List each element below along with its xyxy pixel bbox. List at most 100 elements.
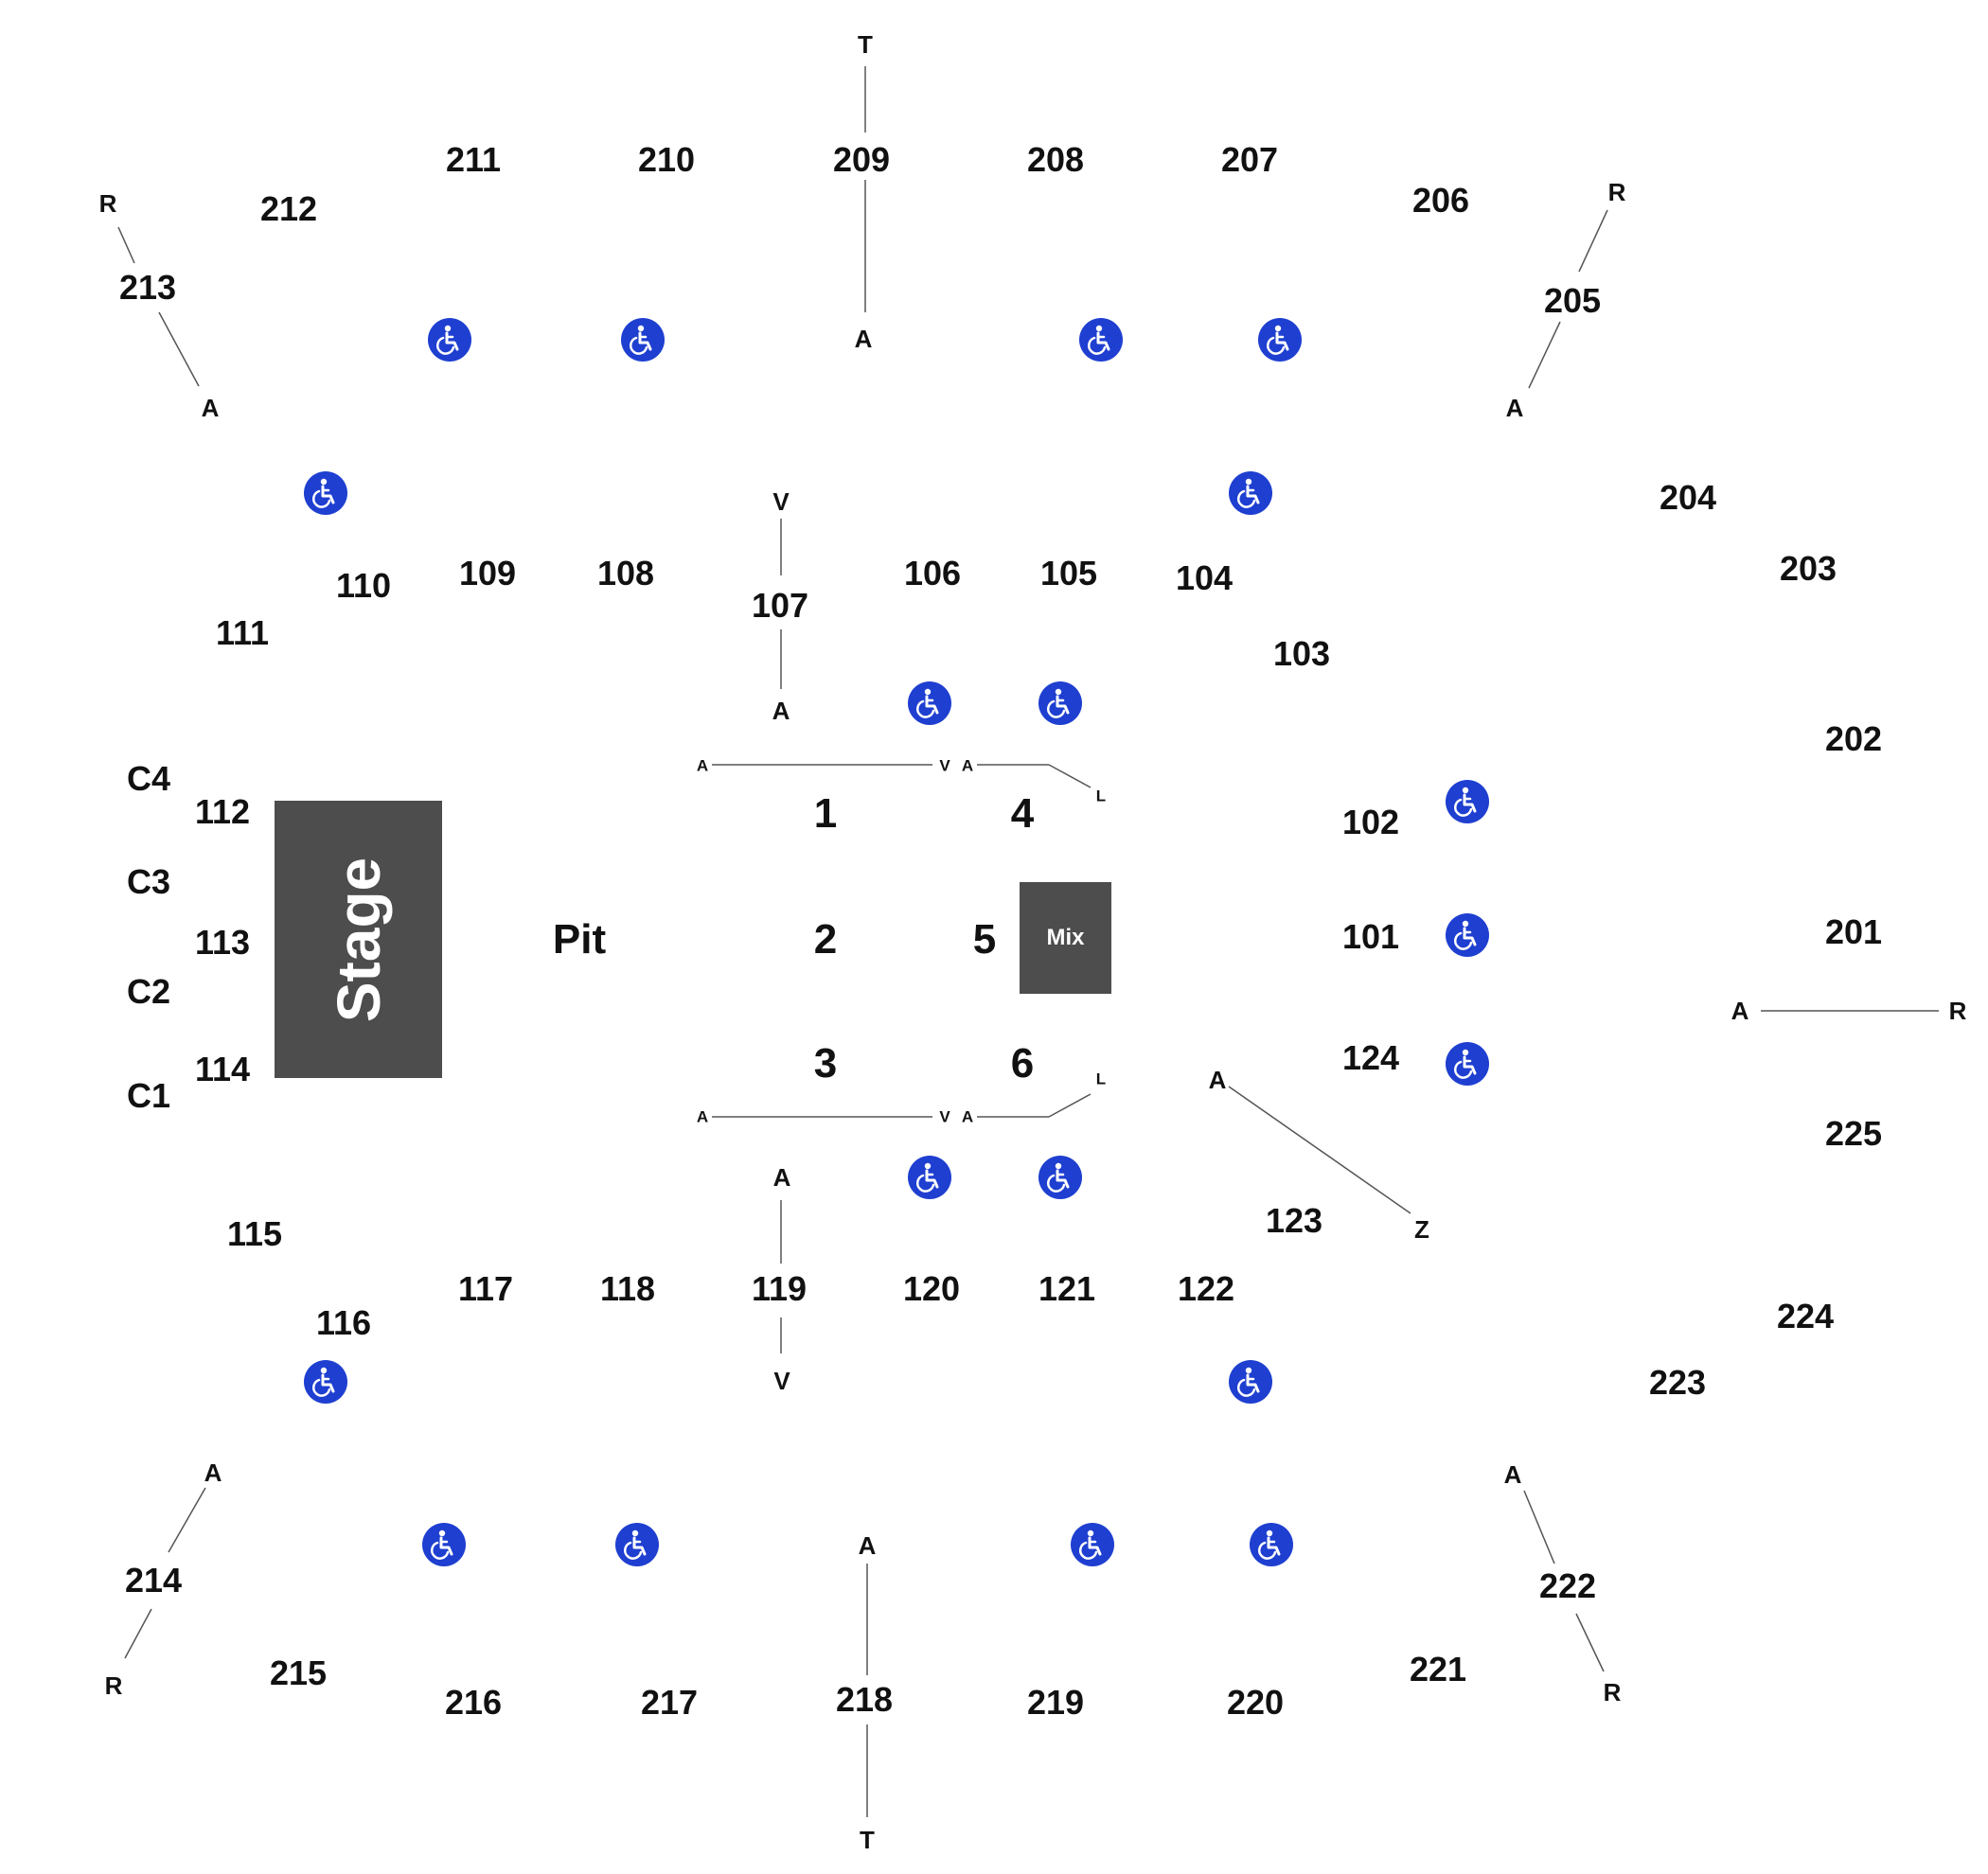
wheelchair-icon[interactable] (621, 318, 665, 362)
section-118[interactable]: 118 (599, 1269, 656, 1308)
section-121[interactable]: 121 (1038, 1269, 1096, 1308)
section-217[interactable]: 217 (640, 1683, 699, 1722)
section-225[interactable]: 225 (1824, 1114, 1883, 1153)
section-221[interactable]: 221 (1409, 1650, 1467, 1688)
section-c1[interactable]: C1 (126, 1076, 171, 1115)
row-label: A (961, 1107, 974, 1126)
floor-section-4[interactable]: 4 (1010, 790, 1035, 837)
section-203[interactable]: 203 (1779, 549, 1837, 588)
section-103[interactable]: 103 (1272, 634, 1331, 673)
section-113[interactable]: 113 (194, 923, 251, 962)
section-219[interactable]: 219 (1026, 1683, 1085, 1722)
mix-label: Mix (1046, 925, 1085, 950)
row-label: V (939, 756, 950, 775)
floor-section-1[interactable]: 1 (813, 790, 838, 837)
mix-block[interactable]: Mix (1020, 882, 1111, 994)
pit-label[interactable]: Pit (552, 916, 607, 963)
wheelchair-icon[interactable] (1038, 1156, 1082, 1199)
floor-section-3[interactable]: 3 (813, 1040, 838, 1087)
wheelchair-icon[interactable] (1446, 1042, 1489, 1086)
row-label: A (201, 394, 220, 422)
section-218[interactable]: 218 (835, 1680, 894, 1719)
wheelchair-icon[interactable] (1079, 318, 1123, 362)
section-224[interactable]: 224 (1776, 1297, 1835, 1335)
wheelchair-icon[interactable] (1038, 681, 1082, 725)
section-206[interactable]: 206 (1411, 181, 1470, 220)
wheelchair-icon[interactable] (1446, 913, 1489, 957)
row-label: T (860, 1826, 875, 1854)
section-101[interactable]: 101 (1341, 917, 1400, 956)
section-c3[interactable]: C3 (126, 862, 171, 901)
section-110[interactable]: 110 (335, 566, 392, 605)
wheelchair-icon[interactable] (1250, 1523, 1293, 1566)
wheelchair-icon[interactable] (1229, 1360, 1272, 1404)
section-210[interactable]: 210 (637, 140, 696, 179)
section-105[interactable]: 105 (1039, 554, 1098, 592)
section-107[interactable]: 107 (751, 586, 809, 625)
section-223[interactable]: 223 (1648, 1363, 1707, 1402)
wheelchair-icon[interactable] (908, 681, 951, 725)
row-label: R (1948, 997, 1967, 1025)
section-216[interactable]: 216 (444, 1683, 503, 1722)
section-213[interactable]: 213 (118, 268, 177, 307)
wheelchair-icon[interactable] (1071, 1523, 1114, 1566)
row-label: V (772, 487, 790, 516)
wheelchair-icon[interactable] (1446, 780, 1489, 823)
wheelchair-icon[interactable] (422, 1523, 466, 1566)
section-106[interactable]: 106 (903, 554, 962, 592)
row-label: A (1731, 997, 1749, 1025)
wheelchair-icon[interactable] (908, 1156, 951, 1199)
section-114[interactable]: 114 (194, 1050, 251, 1088)
wheelchair-icon[interactable] (304, 1360, 347, 1404)
section-c2[interactable]: C2 (126, 972, 171, 1011)
row-label: A (696, 756, 709, 775)
section-211[interactable]: 211 (445, 140, 502, 179)
section-209[interactable]: 209 (832, 140, 891, 179)
section-122[interactable]: 122 (1177, 1269, 1235, 1308)
section-120[interactable]: 120 (902, 1269, 961, 1308)
row-label: A (1503, 1460, 1522, 1489)
section-205[interactable]: 205 (1543, 281, 1602, 320)
wheelchair-icon[interactable] (304, 471, 347, 515)
section-207[interactable]: 207 (1220, 140, 1279, 179)
row-label: A (772, 1163, 791, 1192)
section-102[interactable]: 102 (1341, 803, 1400, 841)
section-109[interactable]: 109 (458, 554, 517, 592)
floor-section-5[interactable]: 5 (972, 916, 997, 963)
section-116[interactable]: 116 (315, 1303, 372, 1342)
row-label: A (858, 1531, 877, 1560)
section-220[interactable]: 220 (1226, 1683, 1285, 1722)
row-label: A (1505, 394, 1524, 422)
section-214[interactable]: 214 (124, 1561, 183, 1600)
section-117[interactable]: 117 (457, 1269, 514, 1308)
section-104[interactable]: 104 (1175, 558, 1234, 597)
row-label: Z (1414, 1215, 1429, 1244)
section-123[interactable]: 123 (1265, 1201, 1323, 1240)
floor-section-6[interactable]: 6 (1010, 1040, 1035, 1087)
section-112[interactable]: 112 (194, 792, 251, 831)
section-208[interactable]: 208 (1026, 140, 1085, 179)
row-label: L (1095, 1070, 1107, 1088)
row-label: A (772, 697, 790, 725)
section-204[interactable]: 204 (1659, 478, 1717, 517)
row-label: R (1603, 1678, 1622, 1706)
row-label: V (939, 1107, 950, 1126)
section-108[interactable]: 108 (596, 554, 655, 592)
section-119[interactable]: 119 (751, 1269, 808, 1308)
floor-section-2[interactable]: 2 (813, 916, 838, 963)
section-215[interactable]: 215 (269, 1653, 328, 1692)
section-124[interactable]: 124 (1341, 1038, 1400, 1077)
section-115[interactable]: 115 (226, 1214, 283, 1253)
wheelchair-icon[interactable] (428, 318, 471, 362)
section-c4[interactable]: C4 (126, 759, 171, 798)
wheelchair-icon[interactable] (1258, 318, 1302, 362)
section-222[interactable]: 222 (1538, 1566, 1597, 1605)
stage-block[interactable]: Stage (275, 801, 442, 1078)
wheelchair-icon[interactable] (1229, 471, 1272, 515)
section-212[interactable]: 212 (259, 189, 318, 228)
section-202[interactable]: 202 (1824, 719, 1883, 758)
wheelchair-icon[interactable] (615, 1523, 659, 1566)
section-111[interactable]: 111 (215, 613, 270, 652)
section-201[interactable]: 201 (1824, 912, 1883, 951)
